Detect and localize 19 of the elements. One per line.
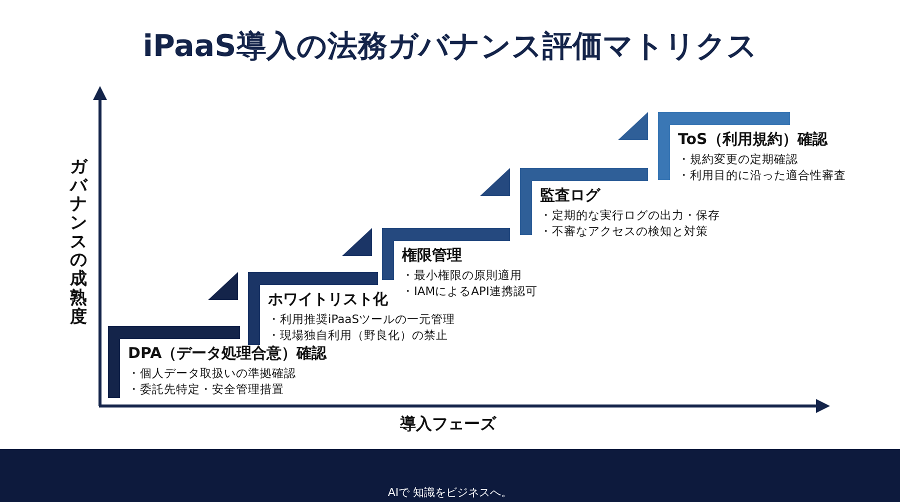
bullet-item: ・最小権限の原則適用 <box>402 268 522 283</box>
tagline: AIで 知識をビジネスへ。 <box>386 485 514 500</box>
step-heading: ホワイトリスト化 <box>268 290 388 309</box>
bullet-item: ・IAMによるAPI連携認可 <box>402 284 538 299</box>
bullet-item: ・規約変更の定期確認 <box>678 152 798 167</box>
step-heading: 権限管理 <box>402 246 462 265</box>
bullet-item: ・不審なアクセスの検知と対策 <box>540 224 708 239</box>
axis-label: 導入フェーズ <box>400 414 496 435</box>
step-heading: DPA（データ処理合意）確認 <box>128 344 327 363</box>
step-heading: ToS（利用規約）確認 <box>678 130 828 149</box>
axis-label: ガバナンスの成熟度 <box>70 158 87 326</box>
bullet-item: ・利用推奨iPaaSツールの一元管理 <box>268 312 456 327</box>
step-heading: 監査ログ <box>540 186 600 205</box>
bullet-item: ・個人データ取扱いの準拠確認 <box>128 366 296 381</box>
bullet-item: ・委託先特定・安全管理措置 <box>128 382 284 397</box>
bullet-item: ・利用目的に沿った適合性審査 <box>678 168 846 183</box>
bullet-item: ・定期的な実行ログの出力・保存 <box>540 208 720 223</box>
bullet-item: ・現場独自利用（野良化）の禁止 <box>268 328 448 343</box>
title: iPaaS導入の法務ガバナンス評価マトリクス <box>142 28 758 66</box>
